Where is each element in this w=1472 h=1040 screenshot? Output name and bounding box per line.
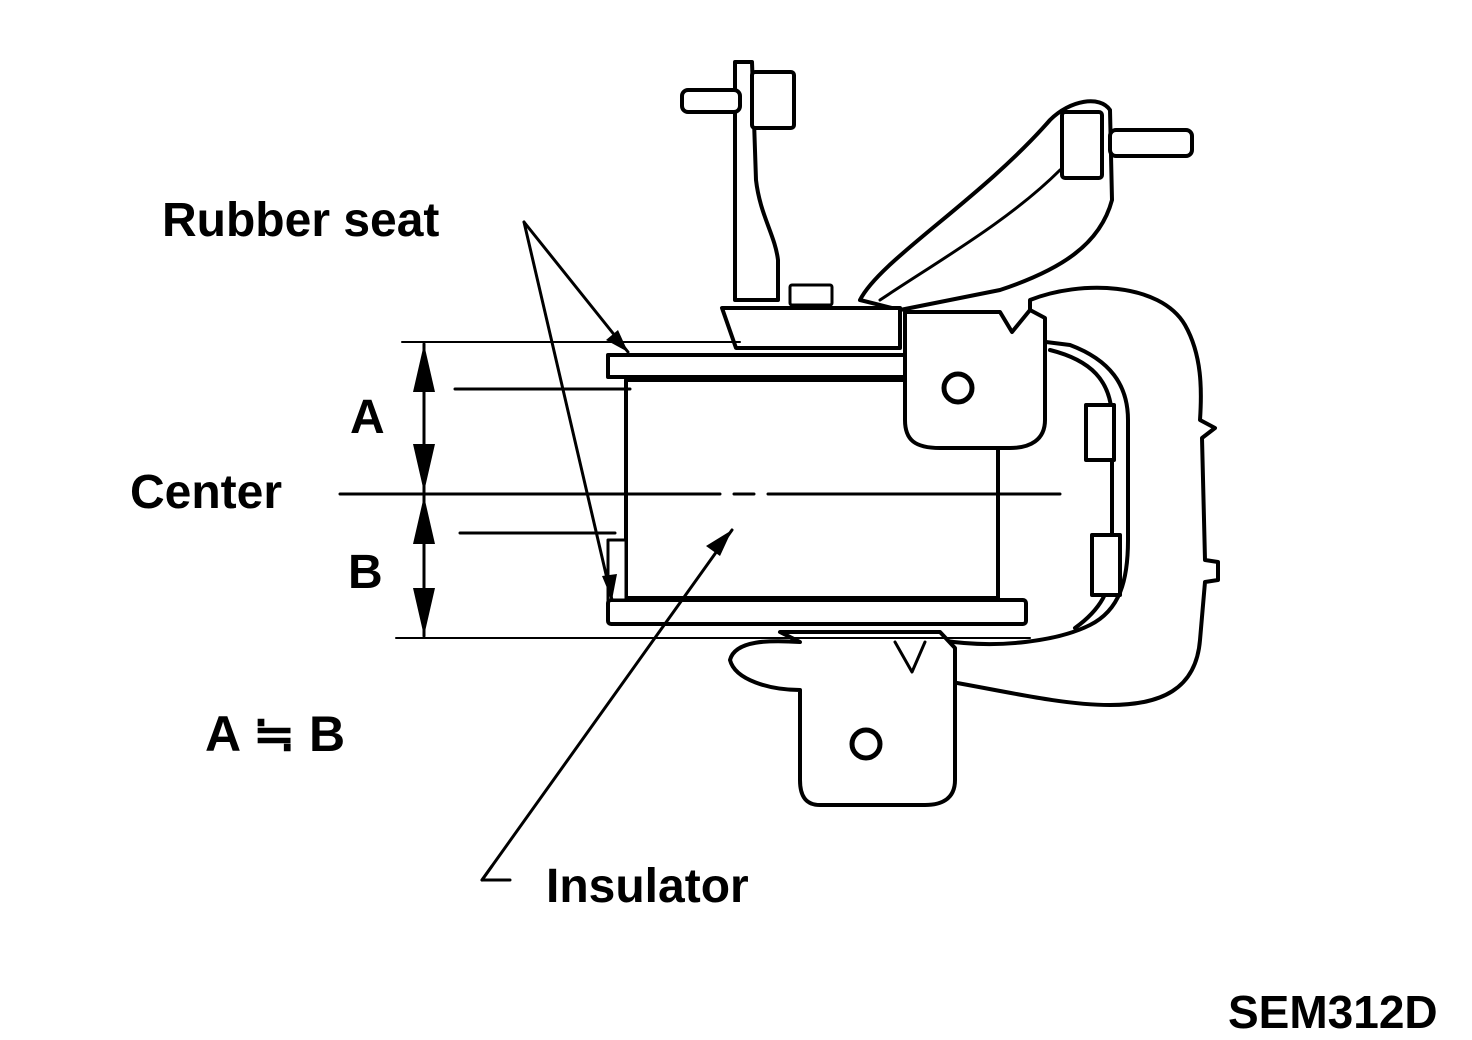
small-nut-top <box>788 283 834 307</box>
vertical-bracket <box>733 60 780 302</box>
insulator-leader <box>480 528 734 882</box>
dimension-b-label: B <box>348 546 383 599</box>
rubber-seat-arrow-upper <box>606 330 628 352</box>
lower-bracket-notch <box>893 640 927 674</box>
rubber-seat-label: Rubber seat <box>162 194 439 247</box>
leader-lines <box>480 220 734 882</box>
upper-angled-bracket <box>858 99 1114 312</box>
rubber-seat-leader-lower <box>522 220 614 602</box>
lower-bracket <box>728 630 957 807</box>
upper-rubber-seat <box>606 353 910 379</box>
rubber-seat-leader-upper <box>522 220 630 354</box>
arrow-b-bottom <box>413 588 435 636</box>
bolt-head-top <box>750 70 796 130</box>
bracket-tab-upper <box>1084 403 1116 462</box>
dimension-a-label: A <box>350 391 385 444</box>
upper-mount-block <box>903 308 1047 450</box>
equation-label: A ≒ B <box>205 706 345 762</box>
bracket-tab-lower <box>1090 533 1122 597</box>
dimension-lines <box>338 341 1062 639</box>
angled-bracket-edge <box>878 168 1062 302</box>
upper-mount-hole <box>941 371 975 405</box>
center-label: Center <box>130 466 282 519</box>
labels: Rubber seat A Center B A ≒ B Insulator S… <box>130 194 1438 1038</box>
stud-right <box>1108 128 1194 158</box>
figure-code-label: SEM312D <box>1228 986 1438 1038</box>
lower-rubber-seat <box>606 598 1028 626</box>
lower-bracket-hole <box>849 727 883 761</box>
rubber-seat-arrow-lower <box>602 574 617 600</box>
insulator-arrow-head <box>706 530 732 556</box>
bracket-nut-right <box>1060 110 1104 180</box>
upper-plate <box>720 306 902 350</box>
insulator-label: Insulator <box>546 860 749 913</box>
insulator-arrow-tail <box>480 864 512 882</box>
arrow-a-bottom <box>413 444 435 492</box>
arrow-b-top <box>413 496 435 544</box>
stud-top <box>680 88 742 114</box>
side-bracket <box>938 285 1220 707</box>
arrow-a-top <box>413 344 435 392</box>
mount-assembly <box>606 60 1220 807</box>
